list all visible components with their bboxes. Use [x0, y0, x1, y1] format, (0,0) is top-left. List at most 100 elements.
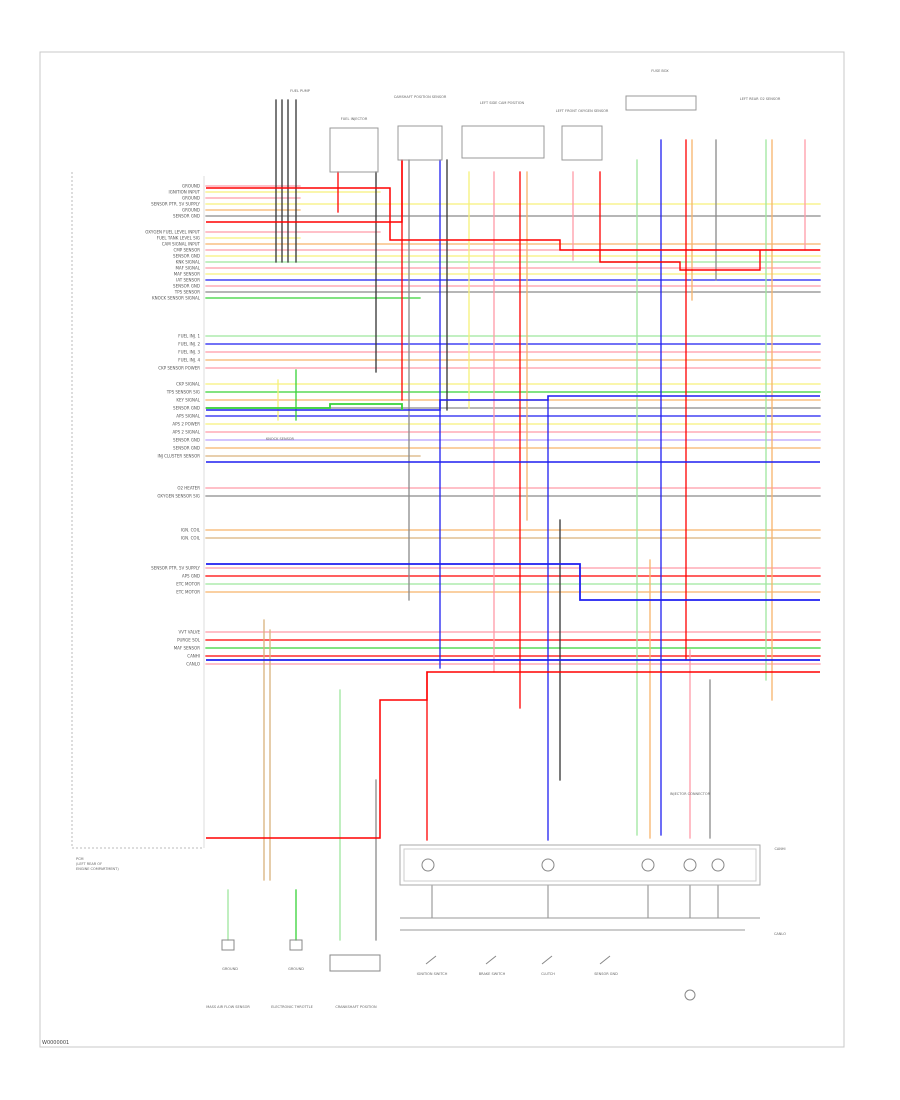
pin-label: APS GND [182, 574, 200, 579]
ecm-label-1: PCM [76, 857, 84, 861]
wire-jog [206, 395, 820, 411]
component-label: FUEL PUMP [290, 89, 310, 93]
component-box [329, 127, 379, 173]
component-label: FUEL INJECTOR [341, 117, 368, 121]
diagram-border [39, 51, 845, 1048]
pin-label: OXYGEN SENSOR SIG [157, 494, 200, 499]
pin-label: TPS SENSOR SIG [166, 390, 200, 395]
switch-icon [425, 955, 437, 965]
pin-label: INJ CLUSTER SENSOR [158, 454, 201, 459]
pin-label: ETC MOTOR [176, 582, 200, 587]
connector-icon [683, 858, 697, 872]
component-label: CAMSHAFT POSITION SENSOR [394, 95, 447, 99]
pin-label: APS SIGNAL [176, 414, 201, 419]
component-label: INJECTOR CONNECTOR [670, 792, 711, 796]
component-label: MASS AIR FLOW SENSOR [206, 1005, 250, 1009]
pin-label: CANLO [186, 662, 200, 667]
component-label: GROUND [288, 967, 304, 971]
pin-label: SENSOR GND [173, 446, 200, 451]
pin-label: SENSOR PTR. 5V SUPPLY [151, 566, 200, 571]
pin-label: KNOCK SENSOR SIGNAL [152, 296, 201, 301]
component-label: SENSOR GND [594, 972, 618, 976]
pin-label: KNK SIGNAL [176, 260, 201, 265]
sensor-icon [329, 954, 381, 972]
component-box [625, 95, 697, 111]
switch-icon [485, 955, 497, 965]
pin-label: CANHI [187, 654, 200, 659]
ecm-label-3: ENGINE COMPARTMENT) [76, 867, 119, 871]
component-box [461, 125, 545, 159]
connector-icon [711, 858, 725, 872]
pin-label: CKP SENSOR POWER [158, 366, 200, 371]
connector-icon [421, 858, 435, 872]
pin-label: PURGE SOL [177, 638, 201, 643]
pin-label: MAF SIGNAL [175, 266, 200, 271]
pin-label: IGNITION INPUT [169, 190, 201, 195]
component-label: IGNITION SWITCH [417, 972, 448, 976]
pin-label: FUEL INJ. 2 [178, 342, 200, 347]
pin-label: SENSOR GND [173, 438, 200, 443]
component-label: CANHI [774, 847, 785, 851]
pin-label: FUEL INJ. 1 [178, 334, 200, 339]
connector-icon [641, 858, 655, 872]
connector-icon [541, 858, 555, 872]
pin-label: SENSOR GND [173, 254, 200, 259]
pin-label: FUEL TANK LEVEL SIG [157, 236, 200, 241]
component-box [561, 125, 603, 161]
wire-jog [206, 403, 403, 410]
pin-label: CKP SIGNAL [176, 382, 201, 387]
pin-label: FUEL INJ. 3 [178, 350, 200, 355]
pin-label: IGN. COIL [181, 528, 201, 533]
ground-icon [221, 939, 235, 951]
component-label: LEFT REAR O2 SENSOR [740, 97, 781, 101]
ground-icon [289, 939, 303, 951]
ecm-label-2: (LEFT REAR OF [76, 862, 102, 866]
wire-jog [206, 160, 403, 223]
component-label: CRANKSHAFT POSITION [335, 1005, 377, 1009]
component-label: BRAKE SWITCH [479, 972, 506, 976]
component-label: ELECTRONIC THROTTLE [271, 1005, 313, 1009]
component-label: CANLO [774, 932, 786, 936]
sensor-icon [684, 989, 696, 1001]
pin-label: SENSOR GND [173, 214, 200, 219]
pin-label: GROUND [182, 184, 200, 189]
pin-label: GROUND [182, 196, 200, 201]
component-box [397, 125, 443, 161]
injector-connector-inner [403, 848, 757, 882]
pin-label: CAM SIGNAL INPUT [162, 242, 201, 247]
pin-label: SENSOR GND [173, 406, 200, 411]
pin-label: IAT SENSOR [176, 278, 200, 283]
pin-label: FUEL INJ. 4 [178, 358, 200, 363]
wire-jog [206, 187, 820, 251]
injector-connector-strip [399, 844, 761, 886]
components-layer: FUEL INJECTOR CAMSHAFT POSITION SENSOR LEF… [206, 69, 786, 1009]
pin-label: GROUND [182, 208, 200, 213]
wire-jog [206, 671, 820, 839]
component-label: LEFT FRONT OXYGEN SENSOR [556, 109, 609, 113]
pin-label: OXYGEN FUEL LEVEL INPUT [145, 230, 200, 235]
pin-label: VVT VALVE [179, 630, 201, 635]
pin-label: KEY SIGNAL [176, 398, 200, 403]
wires-layer [205, 99, 821, 941]
component-label: FUSE BOX [651, 69, 669, 73]
pin-label: APS 2 SIGNAL [172, 430, 200, 435]
wire-jog [599, 250, 761, 271]
pin-label: TPS SENSOR [174, 290, 200, 295]
switch-icon [541, 955, 553, 965]
pin-label: APS 2 POWER [172, 422, 200, 427]
pin-label: IGN. COIL [181, 536, 201, 541]
switch-icon [599, 955, 611, 965]
pin-label: MAF SENSOR [174, 272, 201, 277]
pin-label: ETC MOTOR [176, 590, 200, 595]
pin-label: CMP SENSOR [174, 248, 201, 253]
pin-label: SENSOR PTR. 5V SUPPLY [151, 202, 200, 207]
wire-jog [206, 563, 820, 601]
component-label: GROUND [222, 967, 238, 971]
component-label: KNOCK SENSOR [266, 437, 295, 441]
diagram-id: W0000001 [42, 1040, 69, 1046]
pin-label: O2 HEATER [177, 486, 200, 491]
pin-label: SENSOR GND [173, 284, 200, 289]
